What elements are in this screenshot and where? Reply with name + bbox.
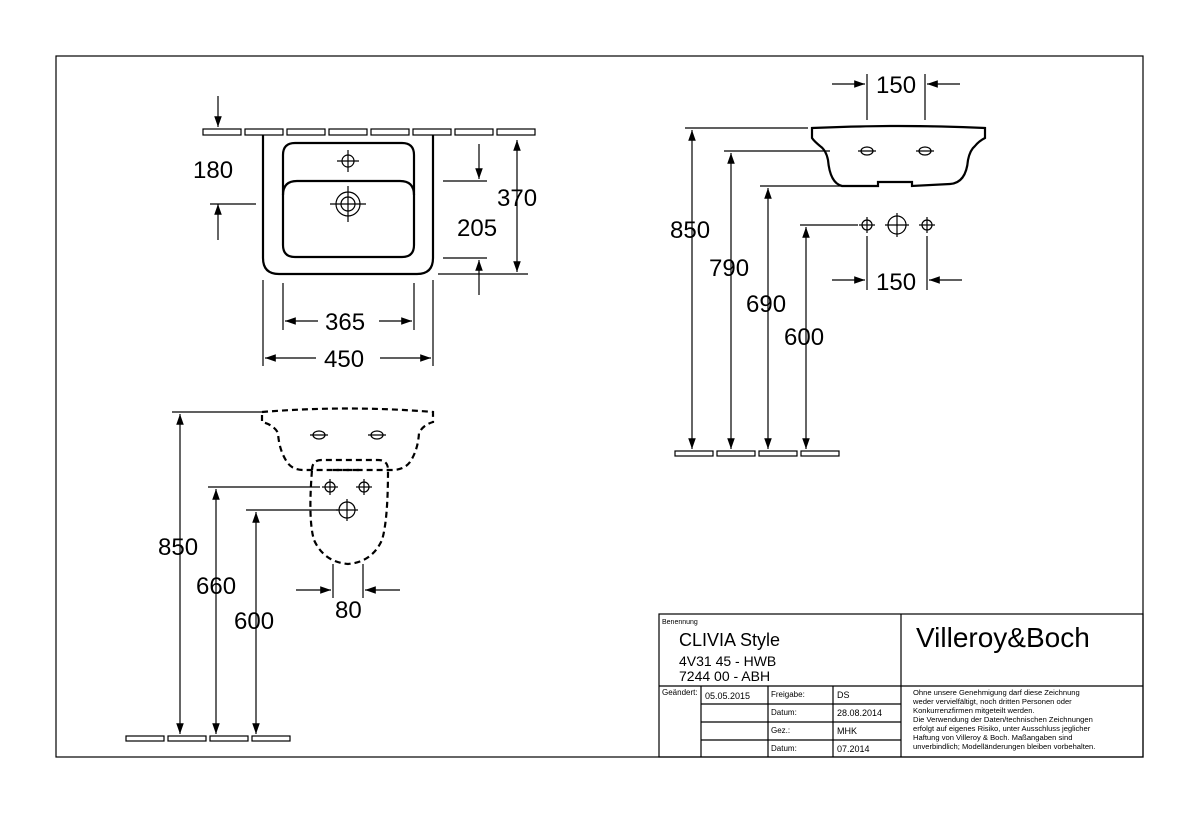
front-dim-80-label: 80	[335, 597, 362, 624]
side-dim-150-bottom-label: 150	[876, 269, 916, 296]
side-dim-150-top: 150	[832, 72, 960, 120]
front-holes	[322, 479, 372, 521]
side-dim-600-label: 600	[784, 324, 824, 351]
side-dim-790: 790	[709, 150, 830, 449]
brand-logo: Villeroy&Boch	[916, 622, 1090, 653]
side-floor	[674, 450, 840, 457]
front-tap-holes	[310, 430, 386, 440]
top-view-wall	[202, 128, 536, 136]
dim-365: 365	[282, 283, 415, 336]
side-dim-690: 690	[746, 185, 842, 449]
disclaimer-line: erfolgt auf eigenes Risiko, unter Aussch…	[913, 724, 1091, 733]
dim-370-label: 370	[497, 185, 537, 212]
side-tap-holes	[858, 146, 934, 156]
dim-450: 450	[262, 280, 434, 373]
side-view: 150 150 850 790	[670, 72, 987, 457]
disclaimer-line: Konkurrenzfirmen mitgeteilt werden.	[913, 706, 1035, 715]
datum-value-1: 28.08.2014	[837, 708, 882, 718]
side-dim-790-label: 790	[709, 255, 749, 282]
benennung-label: Benennung	[662, 619, 698, 626]
basin-side-outline	[810, 124, 987, 188]
pedestal-outline	[309, 458, 390, 566]
dim-450-label: 450	[324, 346, 364, 373]
dim-205: 205	[443, 144, 497, 295]
dim-180-label: 180	[193, 157, 233, 184]
datum-label-2: Datum:	[771, 744, 797, 753]
drawing-frame	[55, 55, 1144, 758]
disclaimer-line: Haftung von Villeroy & Boch. Maßangaben …	[913, 733, 1072, 742]
dim-180: 180	[193, 96, 256, 240]
disclaimer-line: Ohne unsere Genehmigung darf diese Zeich…	[913, 688, 1080, 697]
front-dim-850-label: 850	[158, 534, 198, 561]
datum-label-1: Datum:	[771, 708, 797, 717]
basin-inner-lower	[281, 179, 416, 196]
tap-hole	[337, 150, 359, 172]
dim-365-label: 365	[325, 309, 365, 336]
geandert-label: Geändert:	[662, 688, 698, 697]
gez-value: MHK	[837, 726, 857, 736]
basin-inner-upper	[281, 141, 416, 259]
dim-205-label: 205	[457, 215, 497, 242]
disclaimer-line: unverbindlich; Modelländerungen bleiben …	[913, 742, 1095, 751]
basin-outline-top	[261, 135, 435, 276]
front-view: 850 660 600 80	[125, 407, 435, 742]
product-name: CLIVIA Style	[679, 630, 780, 650]
drain-hole	[330, 186, 366, 222]
side-dim-850: 850	[670, 127, 808, 449]
top-view: 180 370 205 365 450	[193, 96, 537, 373]
datum-value-2: 07.2014	[837, 744, 870, 754]
basin-front-outline	[260, 407, 435, 472]
geandert-date: 05.05.2015	[705, 691, 750, 701]
dim-370: 370	[438, 139, 537, 275]
side-dim-600: 600	[784, 224, 858, 449]
title-block: Benennung CLIVIA Style 4V31 45 - HWB 724…	[658, 613, 1144, 758]
side-dim-150-bottom: 150	[832, 236, 962, 296]
side-dim-850-label: 850	[670, 217, 710, 244]
side-holes	[859, 213, 935, 237]
gez-label: Gez.:	[771, 726, 790, 735]
product-code-2: 7244 00 - ABH	[679, 668, 770, 684]
front-dim-660: 660	[196, 486, 320, 734]
front-dim-600: 600	[234, 509, 338, 734]
side-dim-690-label: 690	[746, 291, 786, 318]
product-code-1: 4V31 45 - HWB	[679, 653, 776, 669]
side-dim-150-top-label: 150	[876, 72, 916, 99]
front-dim-600-label: 600	[234, 608, 274, 635]
freigabe-value: DS	[837, 690, 850, 700]
disclaimer-line: weder vervielfältigt, noch dritten Perso…	[912, 697, 1072, 706]
front-floor	[125, 735, 291, 742]
front-dim-80: 80	[296, 564, 400, 624]
disclaimer-line: Die Verwendung der Daten/technischen Zei…	[913, 715, 1093, 724]
freigabe-label: Freigabe:	[771, 690, 805, 699]
front-dim-660-label: 660	[196, 573, 236, 600]
front-dim-850: 850	[158, 411, 262, 734]
